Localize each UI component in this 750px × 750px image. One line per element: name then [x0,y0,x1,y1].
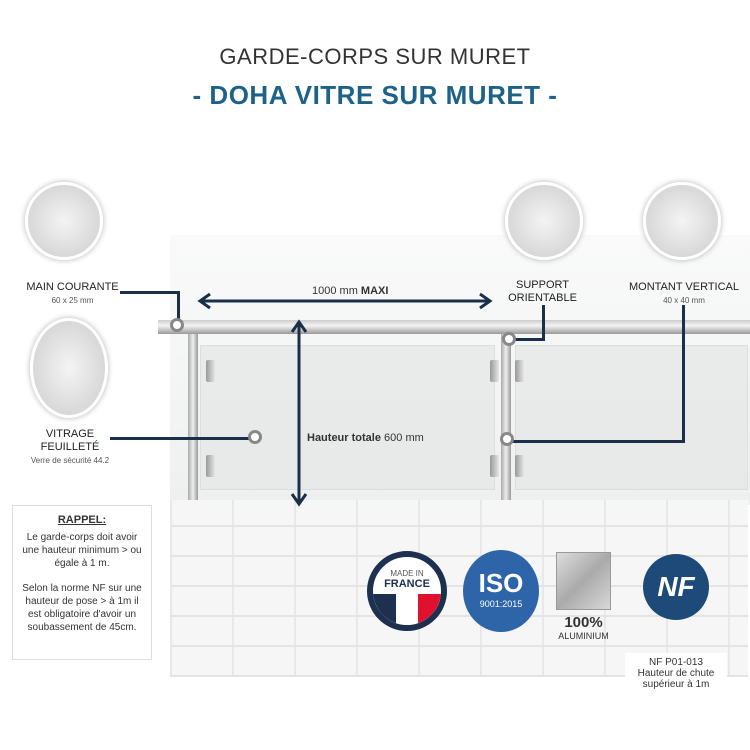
aluminium-swatch [556,552,611,610]
aluminium-label: 100% ALUMINIUM [546,614,621,641]
nf-norm: NF P01-013 [649,657,703,668]
rappel-text: Le garde-corps doit avoir une hauteur mi… [22,532,142,569]
page-title: GARDE-CORPS SUR MURET [219,44,531,69]
rappel-box: RAPPEL: Le garde-corps doit avoir une ha… [12,505,152,660]
iso-code: 9001:2015 [479,599,523,609]
rappel-title: RAPPEL: [57,514,107,526]
height-label: Hauteur totale 600 mm [307,432,424,444]
nf-caption: NF P01-013 Hauteur de chute supérieur à … [625,653,727,694]
nf-desc: Hauteur de chute supérieur à 1m [637,668,715,690]
marker-ring [502,332,516,346]
page-subtitle: - DOHA VITRE SUR MURET - [192,80,558,110]
span-value: 1000 mm [312,285,358,297]
glass-clamp [515,360,524,382]
leader-line [508,440,685,443]
leader-line [110,437,255,440]
label-line: FEUILLETÉ [40,441,100,453]
iso-badge: ISO 9001:2015 [463,550,539,632]
glass-clamp [490,455,499,477]
rappel-text: Selon la norme NF sur une hauteur de pos… [22,583,142,633]
label-montant: MONTANT VERTICAL 40 x 40 mm [620,281,748,307]
support-detail-image [505,182,583,260]
glass-detail-image [30,318,108,418]
label-line: VITRAGE [45,428,95,440]
height-value: 600 mm [384,432,424,444]
label-title: MAIN COURANTE [26,281,119,293]
marker-ring [500,432,514,446]
badge-text: MADE IN [390,569,424,578]
marker-ring [170,318,184,332]
badge-text: FRANCE [384,578,430,590]
label-line: SUPPORT [516,279,569,291]
leader-line [177,291,180,323]
nf-logo: NF [643,554,709,620]
post [501,334,511,500]
leader-line [510,338,545,341]
post [188,334,198,500]
label-line: ORIENTABLE [508,292,577,304]
iso-logo: ISO [478,568,524,598]
dimension-arrows [197,292,493,507]
handrail-detail-image [25,182,103,260]
marker-ring [248,430,262,444]
label-dims: 40 x 40 mm [663,296,705,305]
label-dims: 60 x 25 mm [51,296,94,305]
glass-clamp [206,455,215,477]
label-desc: Verre de sécurité 44.2 [30,456,110,465]
height-bold: Hauteur totale [307,432,381,444]
post-detail-image [643,182,721,260]
alu-pct: 100% [564,614,603,631]
leader-line [120,291,180,294]
glass-clamp [515,455,524,477]
glass-panel [200,345,495,490]
alu-label: ALUMINIUM [558,631,609,641]
leader-line [542,305,545,340]
glass-clamp [490,360,499,382]
made-in-france-badge: MADE IN FRANCE [367,551,447,631]
span-label: 1000 mm MAXI [312,285,388,297]
label-main-courante: MAIN COURANTE 60 x 25 mm [15,281,130,307]
leader-line [682,305,685,442]
glass-panel [515,345,748,490]
label-support: SUPPORT ORIENTABLE [495,279,590,305]
label-title: MONTANT VERTICAL [628,281,740,293]
label-vitrage: VITRAGE FEUILLETÉ Verre de sécurité 44.2 [15,428,125,467]
span-bold: MAXI [360,285,389,297]
glass-clamp [206,360,215,382]
